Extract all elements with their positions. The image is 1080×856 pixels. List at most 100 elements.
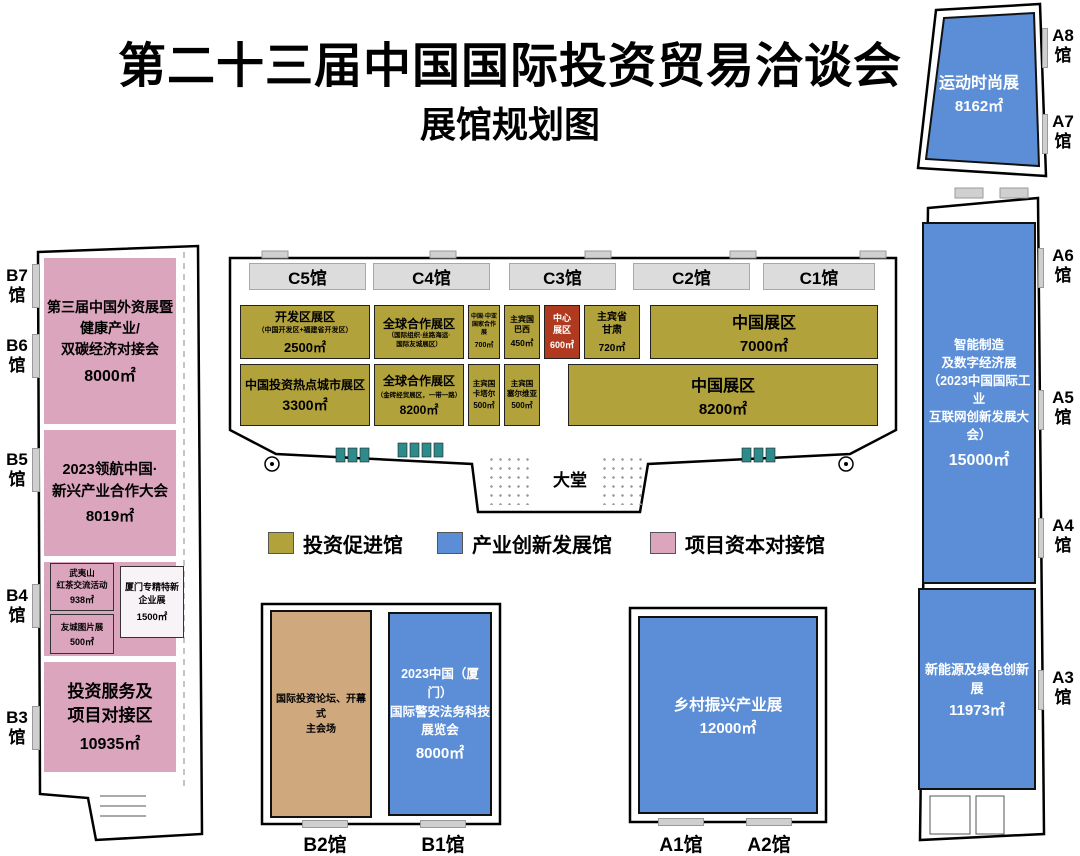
zone-devzone: 开发区展区 （中国开发区+福建省开发区） 2500㎡ bbox=[240, 305, 370, 359]
legend-label-industry: 产业创新发展馆 bbox=[472, 534, 612, 557]
hall-tab-c3: C3馆 bbox=[509, 263, 616, 290]
door-tick bbox=[584, 250, 612, 259]
zone-forum-name: 国际投资论坛、开幕式 主会场 bbox=[276, 693, 366, 735]
page-title: 第二十三届中国国际投资贸易洽谈会 bbox=[117, 40, 902, 93]
stairs-lines bbox=[100, 795, 146, 817]
legend-swatch-pink bbox=[650, 532, 676, 554]
zone-energy-area: 11973㎡ bbox=[949, 701, 1005, 719]
zone-smart-name: 智能制造 及数字经济展 （2023中国国际工业 互联网创新发展大会） bbox=[927, 337, 1031, 443]
hall-tab-c5: C5馆 bbox=[249, 263, 366, 290]
seat-blocks bbox=[335, 442, 776, 463]
hall-tab-a7: A7 馆 bbox=[1052, 112, 1074, 151]
zone-china1-area: 7000㎡ bbox=[739, 337, 789, 355]
legend-project-capital: 项目资本对接馆 bbox=[650, 530, 825, 557]
door-tick bbox=[1042, 114, 1048, 154]
zone-city-photo: 友城图片展 500㎡ bbox=[50, 614, 114, 654]
door-tick bbox=[746, 818, 792, 826]
zone-china1-name: 中国展区 bbox=[731, 314, 796, 332]
hall-tab-b4: B4 馆 bbox=[6, 586, 28, 625]
door-tick bbox=[32, 448, 40, 492]
door-tick bbox=[429, 250, 457, 259]
hall-tab-b1: B1馆 bbox=[421, 835, 465, 856]
zone-central-name: 中心 展区 bbox=[552, 312, 571, 335]
door-tick bbox=[261, 250, 289, 259]
page-subtitle: 展馆规划图 bbox=[419, 104, 600, 145]
zone-brazil-area: 450㎡ bbox=[510, 338, 534, 349]
door-tick bbox=[302, 820, 348, 828]
zone-service-name: 投资服务及 项目对接区 bbox=[67, 682, 153, 725]
door-tick bbox=[1038, 518, 1044, 558]
phone-icon bbox=[838, 456, 854, 472]
legend-investment-promotion: 投资促进馆 bbox=[268, 530, 403, 557]
zone-smart-manufacturing: 智能制造 及数字经济展 （2023中国国际工业 互联网创新发展大会） 15000… bbox=[922, 222, 1036, 584]
zone-b-column-fill bbox=[44, 258, 176, 772]
hall-tab-a1: A1馆 bbox=[659, 835, 703, 856]
zone-china-2: 中国展区 8200㎡ bbox=[568, 364, 878, 426]
zone-guest-gansu: 主宾省 甘肃 720㎡ bbox=[584, 305, 640, 359]
zone-rural-name: 乡村振兴产业展 bbox=[673, 696, 783, 714]
zone-pilot-china: 2023领航中国· 新兴产业合作大会 8019㎡ bbox=[44, 434, 176, 552]
zone-central-asia: 中国·中亚国家合作展 700㎡ bbox=[468, 305, 500, 359]
zone-global-coop-2: 全球合作展区 （金砖经贸展区，一带一路） 8200㎡ bbox=[374, 364, 464, 426]
zone-tea-name: 武夷山 红茶交流活动 bbox=[56, 568, 108, 590]
zone-gansu-area: 720㎡ bbox=[598, 342, 626, 354]
zone-gansu-name: 主宾省 甘肃 bbox=[597, 311, 627, 336]
zone-guest-serbia: 主宾国 塞尔维亚 500㎡ bbox=[504, 364, 540, 426]
zone-hot-city: 中国投资热点城市展区 3300㎡ bbox=[240, 364, 370, 426]
service-room bbox=[929, 795, 971, 835]
zone-dev-sub: （中国开发区+福建省开发区） bbox=[257, 327, 353, 334]
zone-global2-sub: （金砖经贸展区，一带一路） bbox=[376, 392, 462, 399]
zone-sport: 运动时尚展 8162㎡ bbox=[918, 55, 1040, 130]
service-room bbox=[975, 795, 1005, 835]
phone-icon bbox=[844, 462, 848, 466]
zone-xiamen-srdi: 厦门专精特新 企业展 1500㎡ bbox=[120, 566, 184, 638]
lobby-dots bbox=[600, 455, 644, 505]
zone-pilot-area: 8019㎡ bbox=[85, 508, 135, 526]
zone-global-coop-1: 全球合作展区 （国际组织·丝路海运· 国际友城展区） bbox=[374, 305, 464, 359]
zone-sport-area: 8162㎡ bbox=[954, 98, 1004, 115]
door-tick bbox=[32, 334, 40, 378]
zone-srdi-name: 厦门专精特新 企业展 bbox=[124, 582, 179, 605]
zone-new-energy: 新能源及绿色创新展 11973㎡ bbox=[918, 588, 1036, 790]
hall-tab-c1: C1馆 bbox=[763, 263, 875, 290]
legend-swatch-blue bbox=[437, 532, 463, 554]
zone-centralasia-area: 700㎡ bbox=[474, 341, 494, 349]
zone-serbia-name: 主宾国 塞尔维亚 bbox=[507, 378, 537, 398]
divider bbox=[44, 556, 176, 562]
zone-service-area: 10935㎡ bbox=[79, 735, 141, 753]
zone-foreign-investment: 第三届中国外资展暨 健康产业/ 双碳经济对接会 8000㎡ bbox=[44, 262, 176, 420]
zone-guest-qatar: 主宾国 卡塔尔 500㎡ bbox=[468, 364, 500, 426]
zone-global2-name: 全球合作展区 bbox=[382, 374, 455, 388]
door-tick bbox=[859, 250, 887, 259]
legend-label-investment: 投资促进馆 bbox=[303, 534, 403, 557]
hall-tab-c2: C2馆 bbox=[633, 263, 750, 290]
hall-tab-b3: B3 馆 bbox=[6, 708, 28, 747]
legend-label-project: 项目资本对接馆 bbox=[685, 534, 825, 557]
door-tick bbox=[32, 264, 40, 308]
zone-investment-service: 投资服务及 项目对接区 10935㎡ bbox=[44, 662, 176, 772]
zone-china2-area: 8200㎡ bbox=[698, 400, 748, 418]
zone-global1-sub: （国际组织·丝路海运· 国际友城展区） bbox=[387, 331, 451, 348]
door-tick bbox=[1042, 28, 1048, 68]
hall-tab-a6: A6 馆 bbox=[1052, 246, 1074, 285]
zone-centralasia-name: 中国·中亚国家合作展 bbox=[471, 314, 497, 336]
zone-guest-brazil: 主宾国 巴西 450㎡ bbox=[504, 305, 540, 359]
hall-tab-a5: A5 馆 bbox=[1052, 388, 1074, 427]
zone-foreign-name: 第三届中国外资展暨 健康产业/ 双碳经济对接会 bbox=[47, 298, 173, 357]
zone-hotcity-area: 3300㎡ bbox=[282, 396, 328, 413]
door-tick bbox=[999, 187, 1029, 199]
divider bbox=[44, 656, 176, 662]
divider bbox=[44, 424, 176, 430]
zone-photo-area: 500㎡ bbox=[69, 636, 95, 647]
zone-photo-name: 友城图片展 bbox=[60, 621, 104, 632]
zone-qatar-name: 主宾国 卡塔尔 bbox=[472, 378, 496, 398]
zone-dev-area: 2500㎡ bbox=[284, 340, 326, 355]
door-tick bbox=[954, 187, 984, 199]
zone-sport-fill bbox=[924, 11, 1041, 168]
zone-forum: 国际投资论坛、开幕式 主会场 bbox=[270, 610, 372, 818]
door-tick bbox=[32, 584, 40, 628]
zone-serbia-area: 500㎡ bbox=[511, 401, 533, 411]
door-tick bbox=[1038, 390, 1044, 430]
legend-swatch-olive bbox=[268, 532, 294, 554]
